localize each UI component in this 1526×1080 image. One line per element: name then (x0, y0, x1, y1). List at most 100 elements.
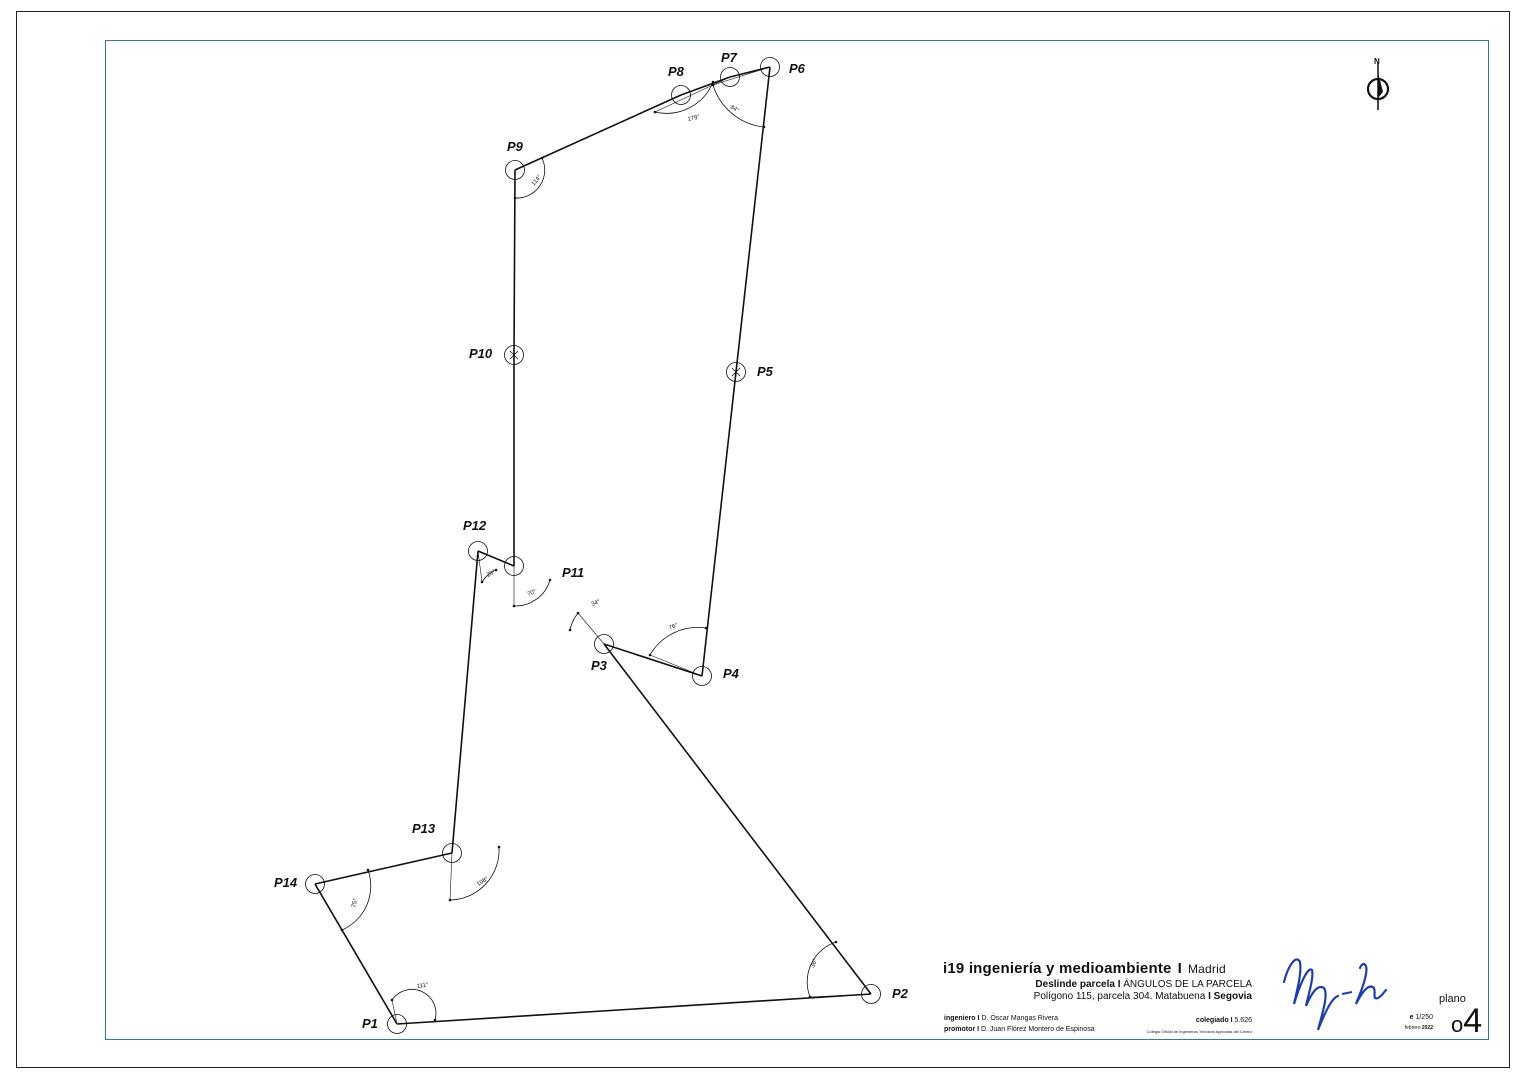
angle-arc-p6 (712, 84, 765, 128)
point-marker-p11 (504, 556, 524, 576)
plano-digit: 4 (1463, 1002, 1483, 1040)
angle-ref-line-p14 (314, 883, 343, 931)
angle-arrow-start-p11 (512, 604, 516, 608)
project-line: Deslinde parcela I ÁNGULOS DE LA PARCELA (1035, 979, 1252, 990)
point-label-p3: P3 (591, 658, 608, 673)
boundary-segment-p11 (477, 550, 515, 567)
angle-arc-p9 (514, 157, 546, 199)
location-line: Polígono 115, parcela 304. Matabuena I S… (1033, 991, 1252, 1002)
colegiado-line: colegiado I 5.626 (1195, 1017, 1252, 1024)
angle-arrow-start-p9 (513, 196, 517, 200)
point-cross-p10 (509, 350, 519, 360)
north-arrow-icon: N (1366, 57, 1390, 110)
angle-arc-p3 (569, 612, 579, 631)
company-separator: I (1177, 960, 1182, 977)
company-text: i19 ingeniería y medioambiente (943, 960, 1172, 977)
angle-arc-p2 (806, 941, 837, 998)
point-label-p5: P5 (757, 364, 774, 379)
boundary-segment-p8 (514, 94, 682, 171)
drawing-inner-frame (105, 40, 1489, 1040)
angle-arrow-start-p3 (576, 611, 580, 615)
angle-arc-p4 (649, 627, 707, 656)
point-marker-p10 (504, 345, 524, 365)
angle-arrow-start-p7 (653, 110, 657, 114)
point-label-p9: P9 (507, 139, 524, 154)
point-label-p7: P7 (721, 50, 738, 65)
angle-ref-line-p6 (712, 66, 771, 86)
company-city: Madrid (1187, 962, 1226, 976)
angle-arrow-start-p2 (808, 995, 812, 999)
boundary-segment-p1 (396, 993, 872, 1025)
point-marker-p8 (671, 85, 691, 105)
point-marker-p6 (760, 57, 780, 77)
scale-line: e 1/250 (1410, 1014, 1433, 1021)
angle-arrow-start-p12 (480, 580, 484, 584)
engineer-name: D. Óscar Mangas Rivera (981, 1015, 1059, 1022)
angle-arcs: 111°36°34°76°84°179°114°70°20°108°75° (314, 66, 872, 1025)
point-label-p12: P12 (463, 518, 487, 533)
angle-ref-line-p7 (654, 76, 731, 113)
angle-label-p13: 108° (476, 876, 490, 888)
point-label-p1: P1 (362, 1016, 378, 1031)
company-name: i19 ingeniería y medioambiente I Madrid (943, 960, 1226, 977)
point-markers (305, 57, 881, 1034)
north-label: N (1374, 57, 1380, 66)
boundary-segment-p4 (701, 371, 737, 677)
angle-arrow-start-p13 (448, 898, 452, 902)
angle-label-p3: 34° (591, 599, 602, 608)
angle-arrow-end-p4 (704, 626, 708, 630)
angle-ref-line-p4 (649, 654, 703, 677)
angle-label-p11: 70° (527, 589, 538, 598)
angle-ref-line-p2 (809, 993, 872, 998)
point-marker-p12 (468, 541, 488, 561)
boundary-segment-p3 (603, 643, 703, 677)
angle-label-p6: 84° (729, 105, 740, 115)
date-year: 2022 (1421, 1025, 1433, 1031)
point-marker-p3 (594, 634, 614, 654)
angle-arrow-end-p6 (762, 125, 766, 129)
angle-arc-p7 (654, 81, 714, 114)
boundary-segment-p7 (680, 76, 731, 96)
point-marker-p1 (387, 1014, 407, 1034)
boundary-segment-p12 (451, 550, 479, 854)
angle-label-p2: 36° (810, 958, 819, 969)
drawing-outer-frame (16, 11, 1510, 1068)
angle-arc-p1 (391, 988, 437, 1021)
angle-arrow-end-p3 (568, 628, 572, 632)
angle-arc-p14 (341, 869, 372, 931)
angle-arrow-end-p1 (433, 1018, 437, 1022)
angle-arrow-start-p1 (390, 998, 394, 1002)
promoter-line: promotor I D. Juan Flórez Montero de Esp… (944, 1026, 1095, 1033)
boundary-segment-p6 (729, 66, 771, 78)
promoter-name: D. Juan Flórez Montero de Espinosa (980, 1026, 1095, 1033)
angle-ref-line-p1 (391, 999, 398, 1025)
angle-label-p7: 179° (687, 114, 701, 123)
angle-arrow-end-p11 (548, 578, 552, 582)
project-title: ÁNGULOS DE LA PARCELA (1123, 979, 1252, 990)
point-label-p13: P13 (412, 821, 436, 836)
parcel-boundary (314, 66, 872, 1025)
point-cross-p5 (731, 367, 741, 377)
province-text: Segovia (1213, 991, 1252, 1002)
angle-arrow-end-p12 (494, 568, 498, 572)
angle-ref-line-p3 (577, 612, 605, 645)
point-label-p10: P10 (469, 346, 493, 361)
angle-arc-p11 (513, 579, 551, 607)
point-label-p14: P14 (274, 875, 298, 890)
date-month: febrero (1404, 1025, 1421, 1031)
boundary-segment-p2 (603, 643, 872, 995)
point-label-p6: P6 (789, 61, 806, 76)
point-marker-p7 (720, 67, 740, 87)
angle-arrow-end-p14 (366, 868, 370, 872)
point-marker-p13 (442, 843, 462, 863)
angle-arrow-end-p13 (497, 845, 501, 849)
angle-ref-line-p13 (449, 852, 453, 901)
location-text: Polígono 115, parcela 304. Matabuena (1033, 991, 1206, 1002)
project-bold: Deslinde parcela (1035, 979, 1115, 990)
colegiado-label: colegiado (1195, 1017, 1229, 1024)
point-marker-p14 (305, 874, 325, 894)
boundary-segment-p5 (735, 66, 771, 373)
plano-prefix: o (1451, 1012, 1464, 1037)
